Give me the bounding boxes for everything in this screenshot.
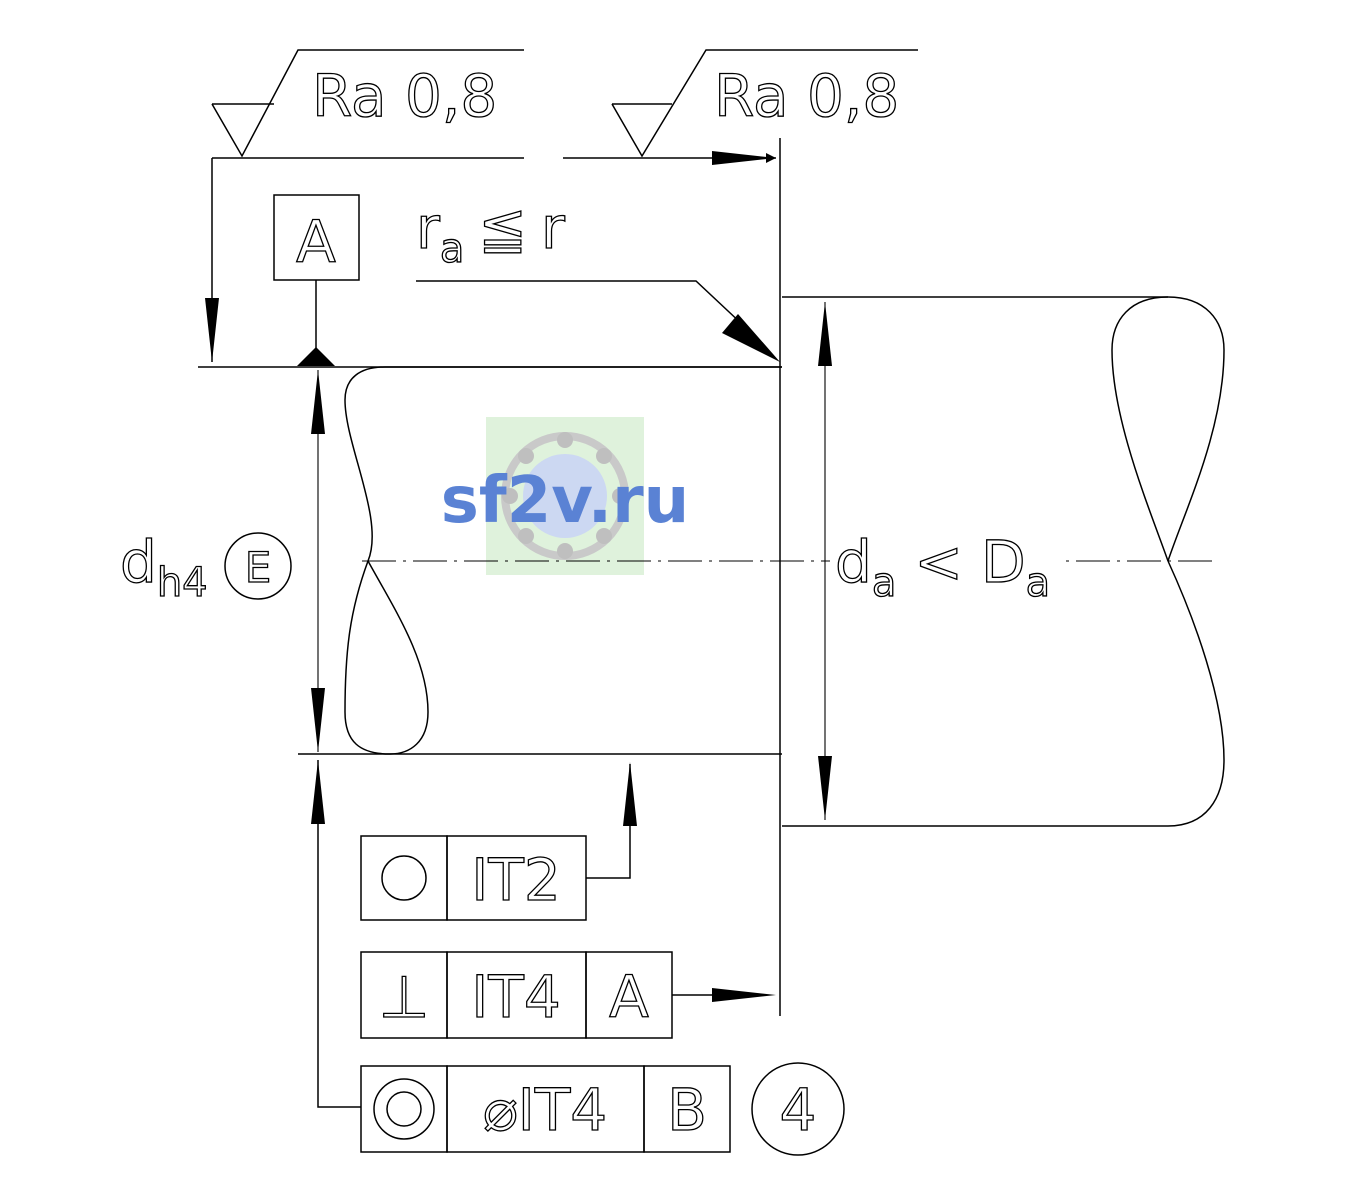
perpendicularity-datum: A [609, 963, 649, 1031]
shoulder-D-subscript: a [1026, 560, 1051, 606]
svg-text:ra≦r: ra≦r [416, 194, 565, 272]
fillet-r-subscript: a [440, 226, 465, 272]
roughness-symbol-right: Ra 0,8 [611, 49, 918, 158]
roundness-tolerance: IT2 [471, 846, 560, 914]
coaxiality-tolerance: ⌀IT4 [483, 1076, 607, 1144]
roughness-label-left: Ra 0,8 [312, 62, 497, 130]
shoulder-D: D [981, 528, 1026, 596]
shaft-d-subscript: h4 [157, 560, 208, 606]
coaxiality-frame: ⌀IT4 B [311, 760, 731, 1153]
roughness-label-right: Ra 0,8 [714, 62, 899, 130]
shoulder-d-subscript: a [872, 560, 897, 606]
shaft-diameter-dimension: dh4 E [119, 370, 325, 752]
datum-a: A [273, 194, 360, 366]
svg-text:dh4: dh4 [120, 528, 208, 606]
fillet-r: r [416, 194, 440, 262]
envelope-circle-icon [224, 532, 292, 600]
perpendicularity-tolerance: IT4 [471, 963, 560, 1031]
balloon-4: 4 [751, 1062, 845, 1156]
fillet-operator: ≦ [478, 194, 527, 262]
shoulder-operator: < [914, 528, 963, 596]
datum-triangle-icon [297, 347, 335, 366]
svg-text:da<Da: da<Da [835, 528, 1050, 606]
shaft-d: d [120, 528, 157, 596]
watermark: sf2v.ru [441, 417, 689, 575]
envelope-label: E [245, 543, 272, 592]
shoulder-outline [782, 296, 1225, 827]
shoulder-diameter-dimension: da<Da [818, 302, 1060, 820]
watermark-text: sf2v.ru [441, 464, 689, 538]
shaft-outline [198, 138, 782, 1016]
perpendicularity-symbol: ⊥ [379, 963, 430, 1031]
fillet-radius-note: ra≦r [415, 193, 780, 362]
roundness-frame: IT2 [360, 762, 637, 921]
roughness-symbol-left: Ra 0,8 [211, 49, 524, 158]
circularity-icon [381, 855, 427, 901]
perpendicularity-frame: ⊥ IT4 A [360, 951, 776, 1039]
datum-a-label: A [296, 208, 336, 276]
coaxiality-datum: B [667, 1076, 707, 1144]
fillet-r2: r [541, 194, 565, 262]
concentricity-icon [373, 1078, 435, 1140]
bearing-logo-icon [501, 432, 629, 560]
shoulder-d: d [835, 528, 872, 596]
balloon-label: 4 [780, 1076, 817, 1144]
